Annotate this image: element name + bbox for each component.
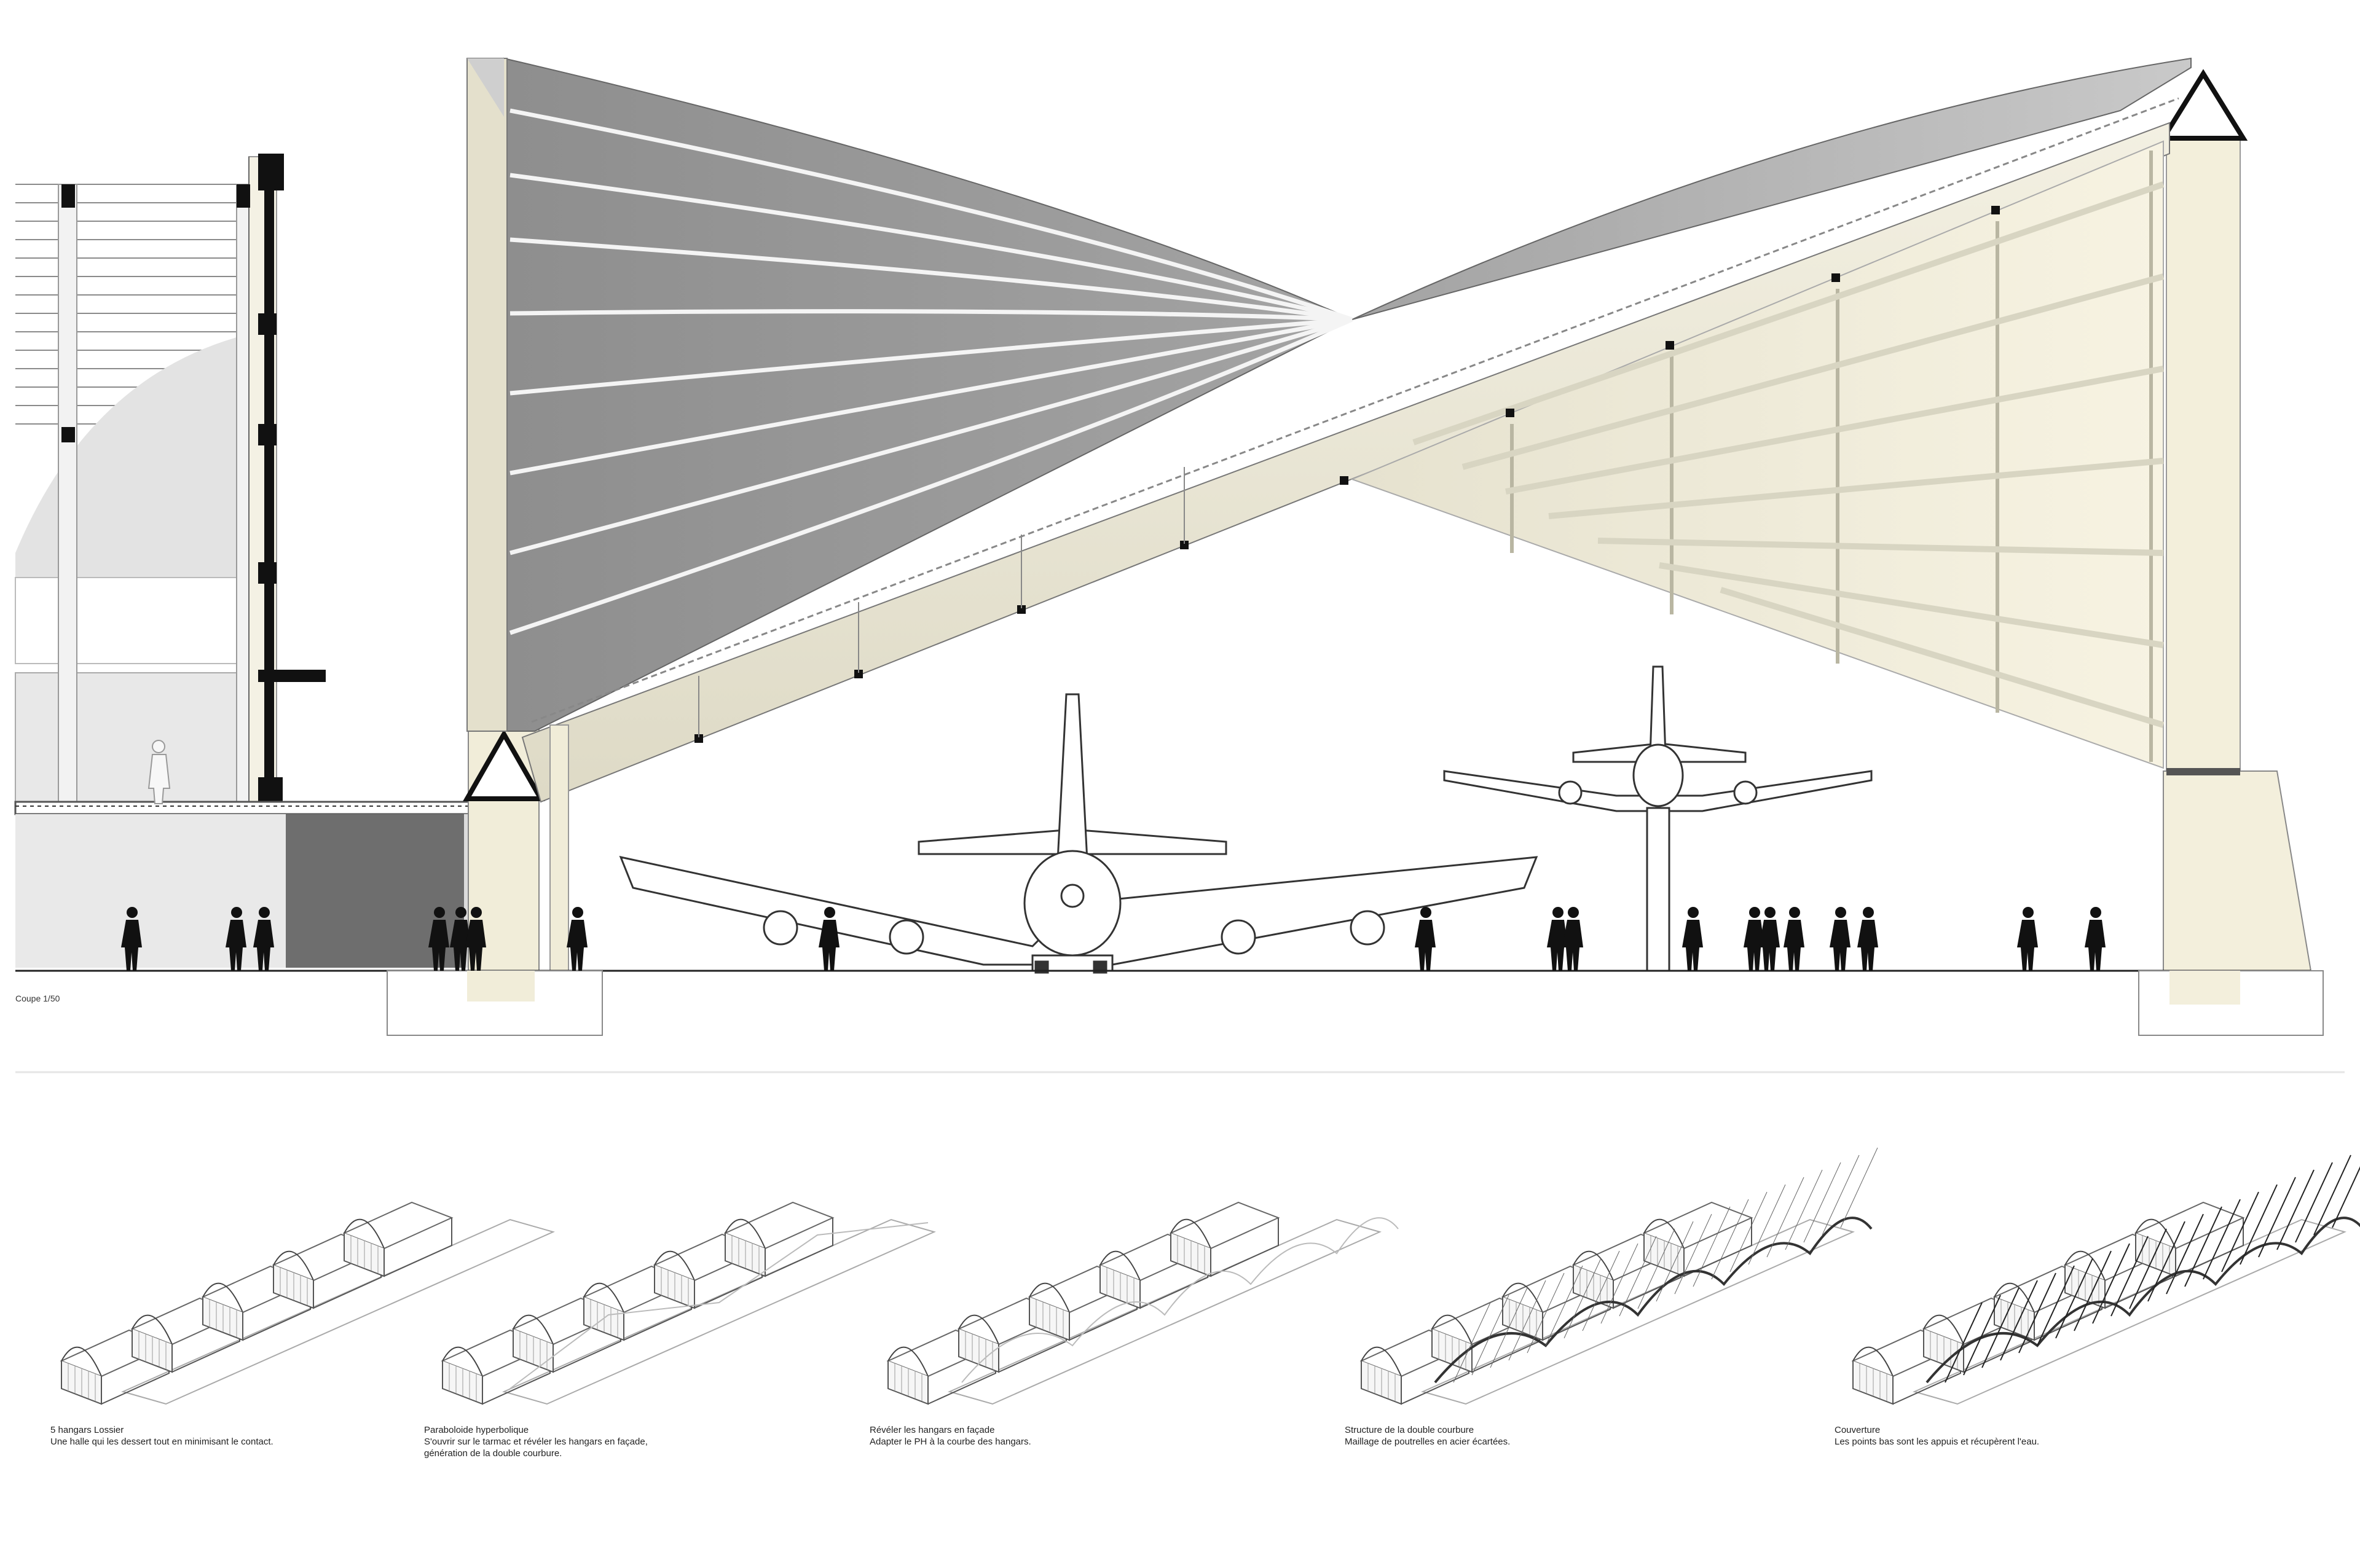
- person-silhouette-icon: [2085, 907, 2106, 971]
- person-silhouette-icon: [1759, 907, 1780, 971]
- axonometric-step-3: [886, 1201, 1399, 1405]
- hangar-pillar-right: [2158, 69, 2312, 971]
- axonometric-step-4: [1359, 1147, 1878, 1405]
- person-silhouette-icon: [1784, 907, 1804, 971]
- person-silhouette-icon: [1857, 907, 1878, 971]
- step-line: génération de la double courbure.: [424, 1448, 562, 1459]
- person-silhouette-icon: [1562, 907, 1583, 971]
- person-silhouette-icon: [1547, 907, 1568, 971]
- person-silhouette-icon: [819, 907, 840, 971]
- hangar-axonometric-icon: [342, 1201, 454, 1277]
- person-silhouette-icon: [253, 907, 274, 971]
- step-line: Les points bas sont les appuis et récupè…: [1835, 1437, 2040, 1447]
- person-silhouette-icon: [450, 907, 471, 971]
- step-line: Une halle qui les dessert tout en minimi…: [50, 1437, 273, 1447]
- step-caption-3: Révéler les hangars en façade Adapter le…: [870, 1424, 1031, 1448]
- step-line: Adapter le PH à la courbe des hangars.: [870, 1437, 1031, 1447]
- section-scale-label: Coupe 1/50: [15, 994, 60, 1003]
- person-silhouette-icon: [1682, 907, 1703, 971]
- axonometric-step-5: [1851, 1154, 2360, 1405]
- people-silhouettes: [121, 907, 2106, 971]
- step-title: Paraboloide hyperbolique: [424, 1425, 529, 1435]
- hangar-axonometric-icon: [723, 1201, 835, 1277]
- step-caption-4: Structure de la double courbure Maillage…: [1345, 1424, 1510, 1448]
- step-line: S'ouvrir sur le tarmac et révéler les ha…: [424, 1437, 648, 1447]
- step-title: Structure de la double courbure: [1345, 1425, 1474, 1435]
- step-line: Maillage de poutrelles en acier écartées…: [1345, 1437, 1511, 1447]
- person-silhouette-icon: [226, 907, 246, 971]
- person-silhouette-icon: [1415, 907, 1436, 971]
- airplane-front-icon: [619, 665, 1873, 974]
- axonometric-step-2: [441, 1201, 936, 1405]
- person-silhouette-icon: [148, 740, 171, 804]
- step-caption-1: 5 hangars Lossier Une halle qui les dess…: [50, 1424, 273, 1448]
- person-silhouette-icon: [1744, 907, 1764, 971]
- person-silhouette-icon: [1830, 907, 1851, 971]
- person-silhouette-icon: [2017, 907, 2038, 971]
- person-silhouette-icon: [567, 907, 588, 971]
- step-title: 5 hangars Lossier: [50, 1425, 124, 1435]
- left-building: [14, 154, 538, 968]
- hangar-axonometric-diagrams: [60, 1147, 2360, 1405]
- person-silhouette-icon: [121, 907, 142, 971]
- person-silhouette-icon: [465, 907, 486, 971]
- hangar-axonometric-icon: [1169, 1201, 1280, 1277]
- step-title: Couverture: [1835, 1425, 1881, 1435]
- hyperbolic-roof: [466, 57, 2192, 984]
- person-silhouette-icon: [428, 907, 449, 971]
- step-title: Révéler les hangars en façade: [870, 1425, 995, 1435]
- step-caption-2: Paraboloide hyperbolique S'ouvrir sur le…: [424, 1424, 648, 1459]
- step-caption-5: Couverture Les points bas sont les appui…: [1835, 1424, 2039, 1448]
- axonometric-step-1: [60, 1201, 555, 1405]
